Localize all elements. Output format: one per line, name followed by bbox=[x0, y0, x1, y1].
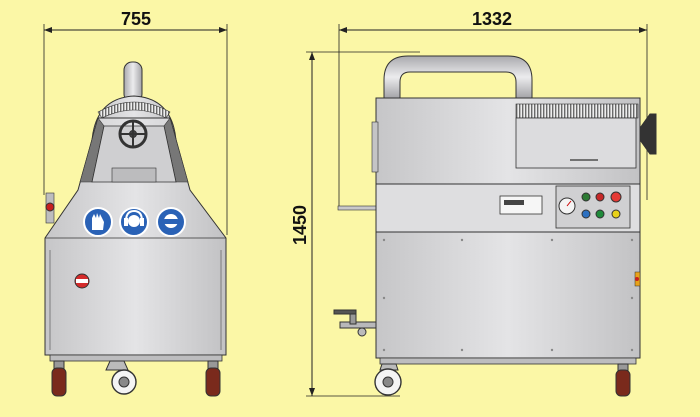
dimension-height: 1450 bbox=[290, 51, 420, 397]
dimension-label-width: 755 bbox=[121, 9, 151, 29]
gloves-icon bbox=[92, 213, 104, 230]
safety-sign-gloves bbox=[83, 207, 113, 237]
control-panel bbox=[555, 185, 631, 229]
motor-vent-grill bbox=[515, 103, 639, 119]
front-wheel-right bbox=[205, 360, 221, 397]
green-button-icon bbox=[581, 192, 591, 202]
dimension-label-height: 1450 bbox=[290, 205, 310, 245]
safety-sign-eye-protection bbox=[156, 207, 186, 237]
front-view-machine bbox=[44, 61, 227, 397]
emergency-stop-side-icon bbox=[45, 202, 55, 212]
front-wheel-center bbox=[105, 360, 137, 395]
side-wheel-right bbox=[615, 363, 631, 397]
handwheel-icon bbox=[118, 119, 148, 149]
yellow-indicator-icon bbox=[611, 209, 621, 219]
drain-valve bbox=[333, 309, 377, 337]
side-view-machine bbox=[333, 55, 657, 397]
red-button-icon bbox=[595, 192, 605, 202]
side-knob-icon bbox=[639, 113, 657, 155]
blue-button-icon bbox=[581, 209, 591, 219]
safety-sign-ear-protection bbox=[119, 207, 149, 237]
front-wheel-left bbox=[51, 360, 67, 397]
side-wheel-left bbox=[374, 363, 402, 396]
nameplate-badge bbox=[499, 195, 543, 215]
eye-protection-icon bbox=[163, 214, 179, 228]
emergency-stop-icon bbox=[610, 191, 622, 203]
dimension-length-side: 1332 bbox=[338, 9, 648, 210]
dimension-width-front: 755 bbox=[43, 9, 228, 235]
green-indicator-icon bbox=[595, 209, 605, 219]
dimension-label-length: 1332 bbox=[472, 9, 512, 29]
lower-body bbox=[375, 231, 641, 359]
ear-protection-icon bbox=[124, 209, 144, 227]
carry-handle bbox=[383, 55, 533, 99]
